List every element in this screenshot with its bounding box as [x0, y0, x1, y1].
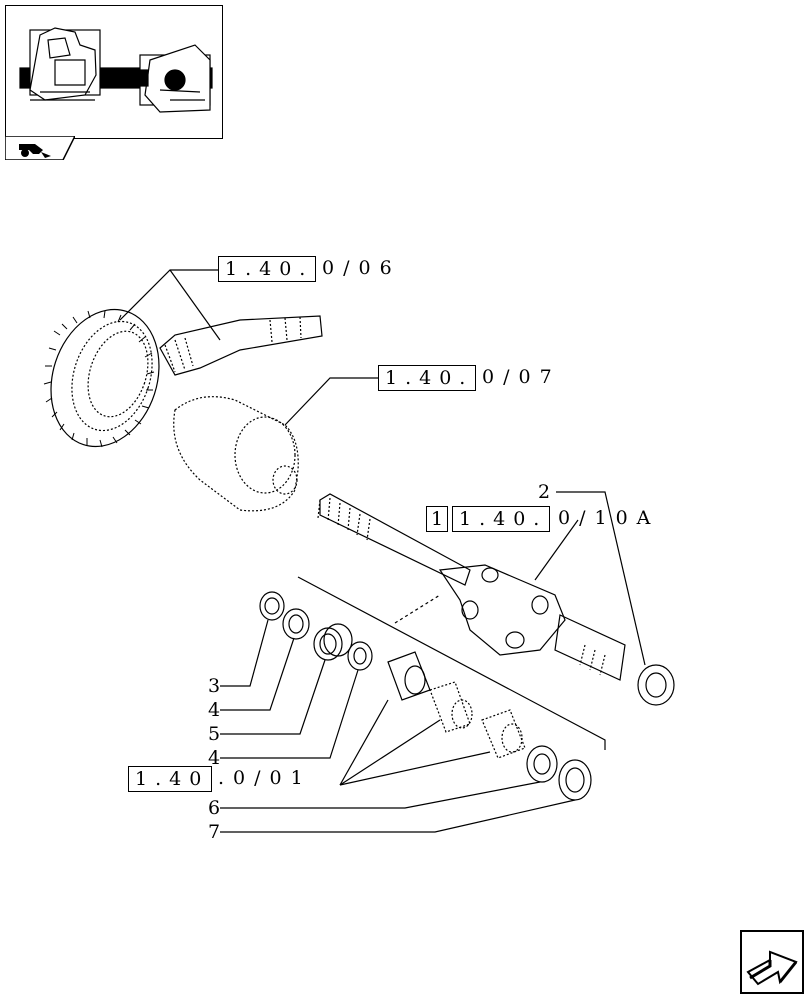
callout-4: 4	[208, 699, 221, 721]
snap-ring-4a	[282, 608, 310, 640]
ref-box-3[interactable]: 1.40.	[452, 506, 551, 532]
callout-4: 4	[208, 747, 221, 769]
bearing-5	[313, 623, 353, 661]
seal-7	[558, 759, 592, 801]
ref-index-3: 1	[426, 506, 449, 532]
pinion-shaft	[159, 315, 323, 376]
ref-box-2[interactable]: 1.40.	[378, 365, 477, 391]
callout-3: 3	[208, 675, 221, 697]
leader-lines	[119, 269, 646, 833]
snap-ring-4b	[347, 641, 373, 671]
assembly-axis-line	[394, 594, 441, 624]
ref-tail-4: .0/01	[218, 767, 312, 789]
ref-tail-3: 0/10A	[558, 507, 660, 529]
bushing-3	[481, 709, 526, 759]
snap-ring-3	[259, 591, 285, 621]
next-page-arrow-icon[interactable]	[740, 930, 804, 994]
ref-box-1[interactable]: 1.40.	[218, 256, 317, 282]
ref-tail-2: 0/07	[482, 366, 561, 388]
callout-7: 7	[208, 821, 221, 843]
callout-5: 5	[208, 723, 221, 745]
axle-shaft	[317, 493, 471, 586]
callout-6: 6	[208, 797, 221, 819]
universal-joint	[438, 564, 566, 656]
bearing-6	[526, 745, 558, 783]
axle-assembly-thumbnail	[19, 27, 213, 113]
ref-tail-1: 0/06	[322, 257, 401, 279]
bushing-1	[387, 651, 431, 701]
differential-housing	[173, 396, 299, 512]
thumbnail-frame	[5, 5, 223, 139]
ref-box-4[interactable]: 1.40	[128, 766, 213, 792]
output-stub-shaft	[554, 614, 626, 681]
group-bracket	[297, 576, 606, 750]
ring-gear	[43, 308, 160, 448]
tractor-icon	[5, 136, 75, 160]
callout-2: 2	[538, 481, 551, 503]
seal-ring	[637, 664, 675, 706]
bushing-2	[429, 681, 473, 733]
